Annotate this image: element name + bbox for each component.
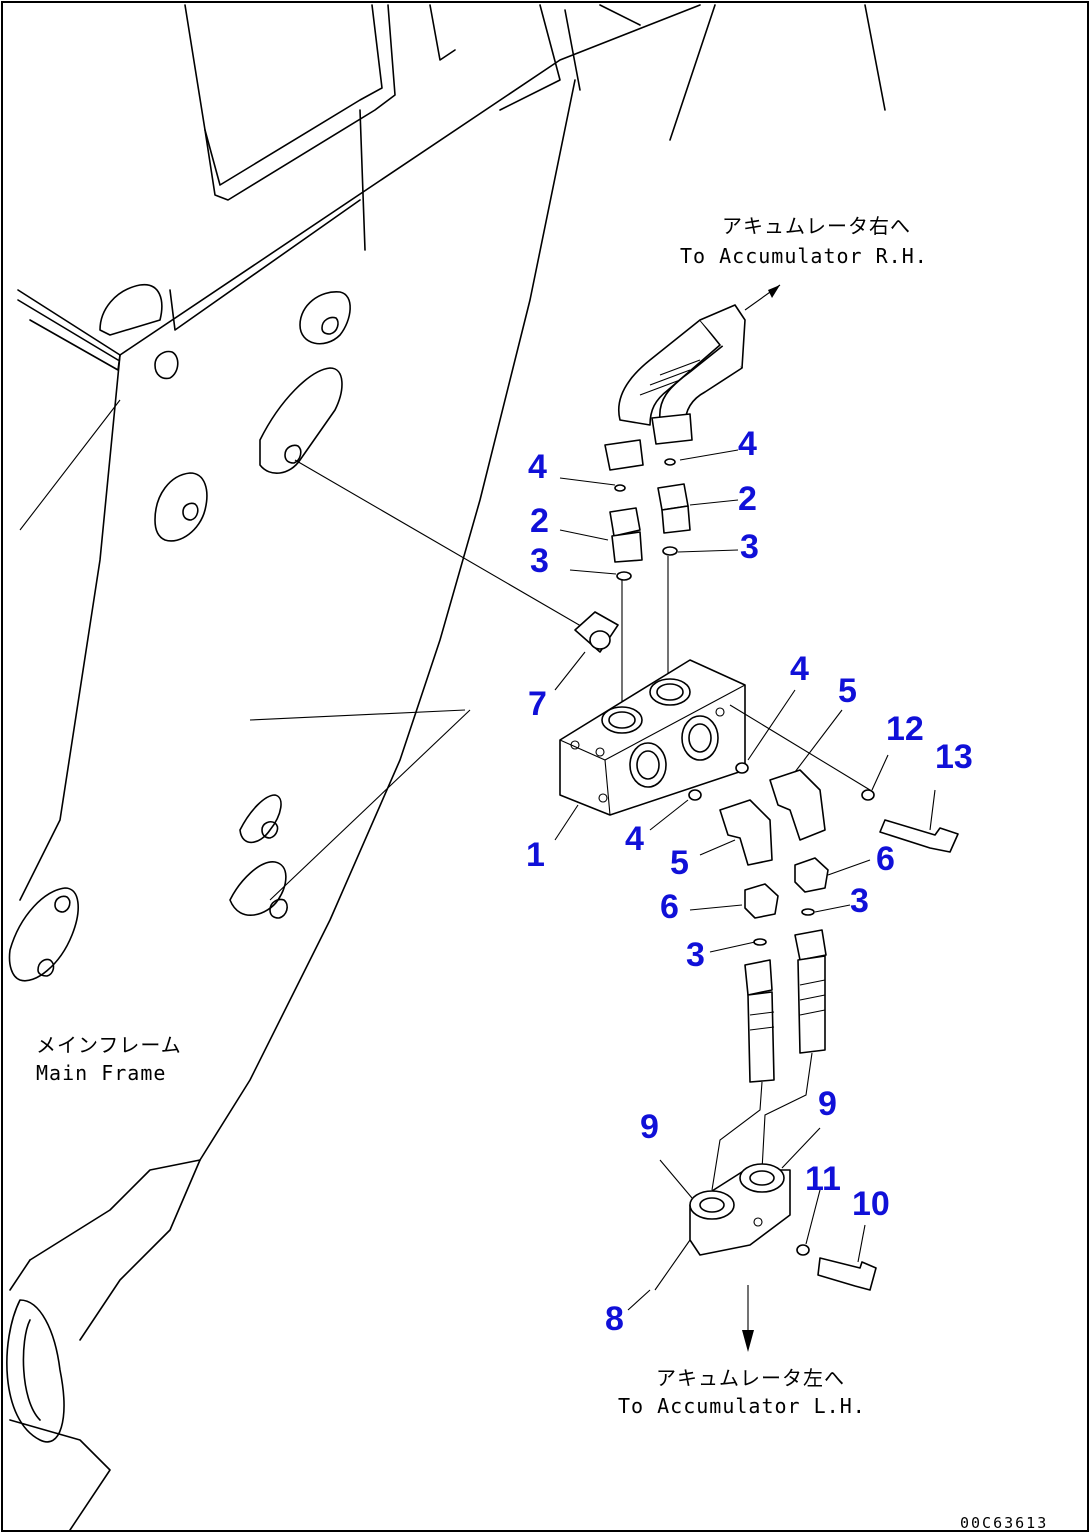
callout-8: 8: [605, 1300, 624, 1338]
callout-9: 9: [818, 1085, 837, 1123]
main-frame-outline: [6, 4, 886, 1531]
callout-5: 5: [838, 672, 857, 710]
valve-block: [559, 659, 871, 816]
callout-6: 6: [660, 888, 679, 926]
callout-9: 9: [640, 1108, 659, 1146]
callout-6: 6: [876, 840, 895, 878]
adapter-fittings: [609, 458, 691, 705]
spacer-part: [574, 611, 619, 653]
elbow-fittings: [719, 769, 959, 946]
drawing-notes: アキュムレータ右へ To Accumulator R.H. メインフレーム Ma…: [36, 214, 1048, 1532]
callout-5: 5: [670, 844, 689, 882]
callout-13: 13: [935, 738, 973, 776]
hose-clamp: [654, 1163, 877, 1352]
callout-4: 4: [790, 650, 809, 688]
callout-leaders: [554, 449, 936, 1311]
callout-2: 2: [738, 480, 757, 518]
note-accumulator-lh-en: To Accumulator L.H.: [618, 1394, 866, 1418]
callout-11: 11: [805, 1160, 841, 1198]
callout-12: 12: [886, 710, 924, 748]
callout-3: 3: [850, 882, 869, 920]
callout-2: 2: [530, 502, 549, 540]
lower-hose-assembly: [711, 929, 827, 1191]
callout-3: 3: [686, 936, 705, 974]
block-mount-leader: [294, 459, 606, 641]
upper-hose-assembly: [604, 284, 781, 471]
note-main-frame-jp: メインフレーム: [36, 1033, 182, 1057]
callout-numbers: 4 4 2 2 3 3 7 4 5 12 13 1 4 5 6 6 3 3 9 …: [526, 425, 973, 1338]
drawing-code: 00C63613: [960, 1514, 1048, 1532]
note-accumulator-lh-jp: アキュムレータ左へ: [656, 1366, 845, 1390]
callout-3: 3: [530, 542, 549, 580]
callout-4: 4: [528, 448, 547, 486]
callout-10: 10: [852, 1185, 890, 1223]
callout-1: 1: [526, 836, 545, 874]
note-accumulator-rh-en: To Accumulator R.H.: [680, 244, 928, 268]
note-main-frame-en: Main Frame: [36, 1061, 166, 1085]
callout-4: 4: [738, 425, 757, 463]
callout-3: 3: [740, 528, 759, 566]
callout-7: 7: [528, 685, 547, 723]
note-accumulator-rh-jp: アキュムレータ右へ: [722, 214, 911, 238]
callout-4: 4: [625, 820, 644, 858]
